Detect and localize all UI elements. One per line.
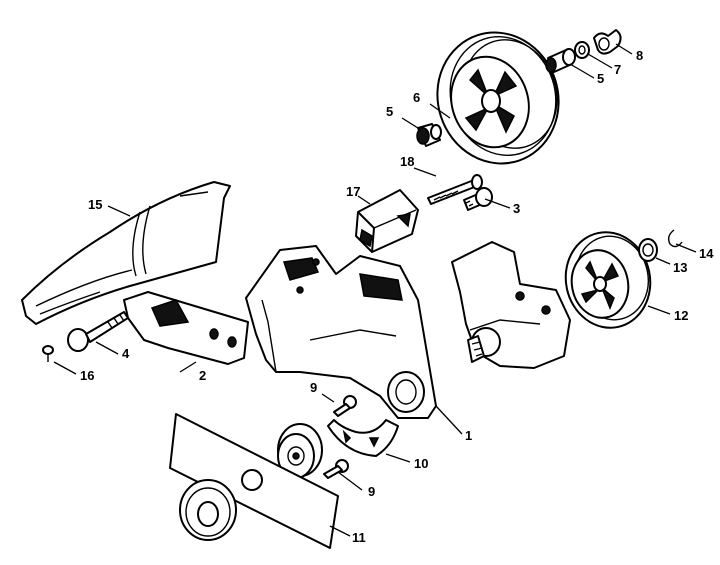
- callout-6: 6: [413, 90, 420, 105]
- callout-11: 11: [352, 530, 366, 545]
- gear-drive-head: [451, 241, 571, 369]
- callouts: 1 2 3 4 5 5 6 7 8 9 9 10 11 12 13 14 15 …: [80, 48, 714, 545]
- part-11-blade: [169, 413, 339, 549]
- part-6-rear-wheel: [436, 31, 560, 165]
- part-8-wing-nut: [593, 29, 622, 55]
- part-7-washer: [574, 41, 590, 59]
- callout-13: 13: [673, 260, 687, 275]
- callout-16: 16: [80, 368, 94, 383]
- callout-1: 1: [465, 428, 472, 443]
- callout-15: 15: [88, 197, 102, 212]
- callout-17: 17: [346, 184, 360, 199]
- blade-flange: [179, 479, 237, 541]
- callout-10: 10: [414, 456, 428, 471]
- callout-4: 4: [122, 346, 130, 361]
- part-3-screw: [463, 187, 493, 211]
- part-1-main-housing: [245, 245, 437, 419]
- callout-5-upper: 5: [597, 71, 604, 86]
- part-5-lower-bushing: [416, 123, 442, 147]
- idler-roller: [277, 423, 323, 479]
- part-13-washer: [638, 238, 658, 262]
- callout-2: 2: [199, 368, 206, 383]
- part-14-circlip: [667, 229, 683, 248]
- part-2-bracket-plate: [123, 291, 249, 365]
- part-18-long-bolt: [427, 174, 483, 205]
- part-12-small-wheel: [564, 231, 652, 329]
- part-10-cover-segment: [327, 419, 399, 457]
- part-5-upper-bushing: [545, 48, 576, 73]
- callout-5-lower: 5: [386, 104, 393, 119]
- part-17-bearing-block: [355, 189, 419, 253]
- callout-14: 14: [699, 246, 714, 261]
- callout-18: 18: [400, 154, 414, 169]
- part-16-small-screw: [42, 345, 54, 362]
- part-15-belt-guard: [21, 181, 231, 325]
- leader-lines: [53, 43, 697, 537]
- part-4-carriage-bolt: [67, 311, 129, 352]
- callout-8: 8: [636, 48, 643, 63]
- part-9-upper-screw: [333, 395, 357, 417]
- callout-7: 7: [614, 62, 621, 77]
- callout-3: 3: [513, 201, 520, 216]
- part-9-lower-screw: [323, 459, 349, 479]
- callout-9-lower: 9: [368, 484, 375, 499]
- callout-12: 12: [674, 308, 688, 323]
- callout-9-upper: 9: [310, 380, 317, 395]
